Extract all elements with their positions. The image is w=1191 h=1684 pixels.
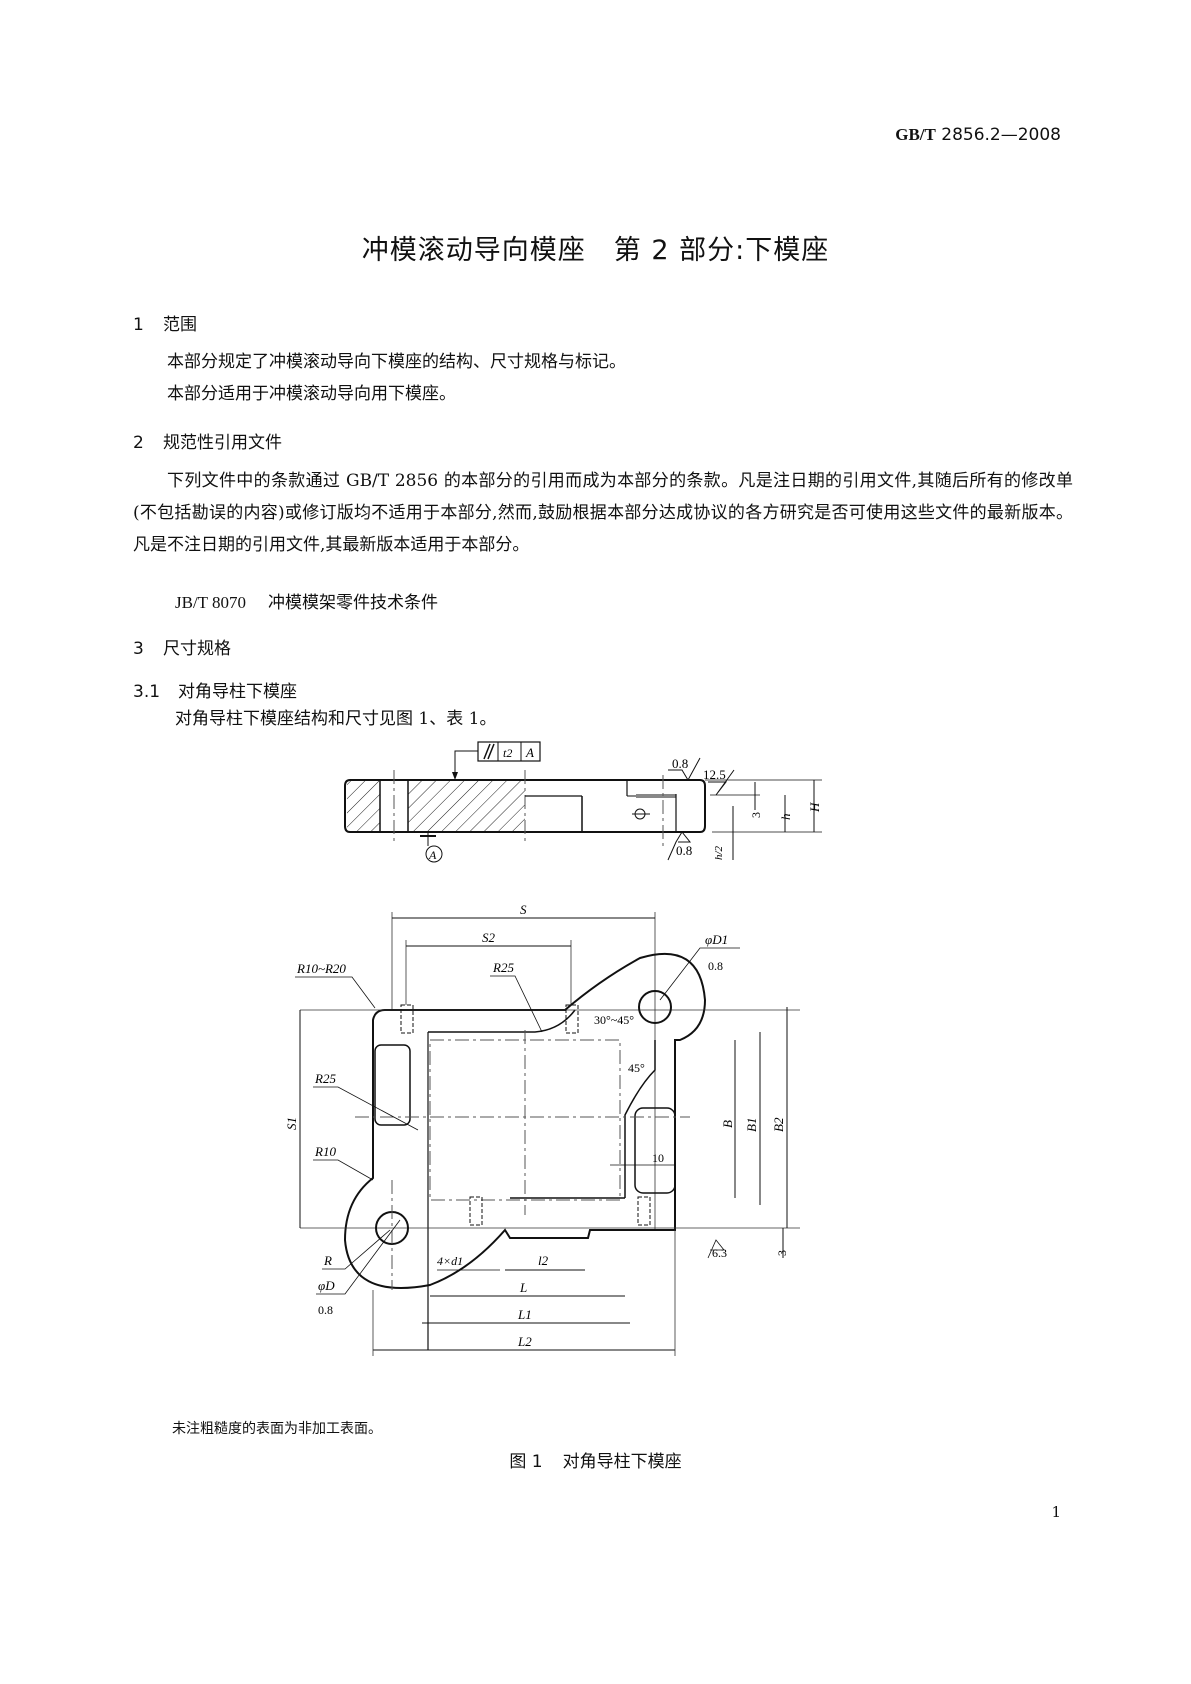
section-title: 对角导柱下模座 bbox=[178, 682, 297, 702]
dim-h: h bbox=[778, 814, 793, 821]
figure-note: 未注粗糙度的表面为非加工表面。 bbox=[172, 1421, 382, 1437]
plan-view-drawing: S S2 S1 B B1 B2 3 R10~R20 R25 30°~45° 45… bbox=[284, 902, 800, 1356]
dim-10: 10 bbox=[652, 1151, 664, 1165]
reference-code: JB/T 8070 bbox=[175, 593, 247, 612]
section-2-heading: 2 规范性引用文件 bbox=[133, 428, 282, 453]
roughness-top: 0.8 bbox=[672, 756, 688, 771]
section-number: 3.1 bbox=[133, 682, 161, 702]
standard-code: GB/T 2856.2—2008 bbox=[895, 125, 1061, 145]
section-3-heading: 3 尺寸规格 bbox=[133, 634, 231, 659]
label-phi-D1: φD1 bbox=[705, 932, 728, 947]
dim-B1: B1 bbox=[744, 1118, 759, 1132]
label-R: R bbox=[323, 1253, 332, 1268]
figure-number: 图 1 bbox=[509, 1452, 543, 1472]
section-title: 规范性引用文件 bbox=[163, 433, 282, 453]
dim-H: H bbox=[807, 802, 822, 813]
dim-L: L bbox=[519, 1280, 527, 1295]
normative-reference: JB/T 8070 冲模模架零件技术条件 bbox=[175, 588, 438, 613]
section-title: 范围 bbox=[163, 315, 197, 335]
tolerance-datum: A bbox=[525, 745, 534, 760]
dim-L1: L1 bbox=[517, 1307, 532, 1322]
dim-3: 3 bbox=[749, 812, 763, 818]
label-R25-top: R25 bbox=[492, 960, 514, 975]
roughness-side: 12.5 bbox=[703, 767, 726, 782]
section-number: 3 bbox=[133, 639, 144, 659]
figure-caption: 图 1 对角导柱下模座 bbox=[0, 1447, 1191, 1472]
reference-title: 冲模模架零件技术条件 bbox=[268, 593, 439, 613]
label-R10: R10 bbox=[314, 1144, 336, 1159]
section-2-paragraph: 下列文件中的条款通过 GB/T 2856 的本部分的引用而成为本部分的条款。凡是… bbox=[133, 471, 1073, 555]
dim-l2: l2 bbox=[538, 1253, 549, 1268]
figure-title: 对角导柱下模座 bbox=[562, 1452, 682, 1472]
section-1-paragraph-1: 本部分规定了冲模滚动导向下模座的结构、尺寸规格与标记。 bbox=[167, 352, 626, 372]
section-1-paragraph-2: 本部分适用于冲模滚动导向用下模座。 bbox=[167, 384, 456, 404]
tolerance-value: t2 bbox=[503, 746, 512, 760]
dim-B: B bbox=[720, 1120, 735, 1128]
standard-number: 2856.2—2008 bbox=[941, 125, 1061, 145]
angle-30-45: 30°~45° bbox=[594, 1013, 634, 1027]
dim-S1: S1 bbox=[284, 1117, 299, 1130]
section-3-1-heading: 3.1 对角导柱下模座 bbox=[133, 677, 297, 702]
document-title: 冲模滚动导向模座 第 2 部分:下模座 bbox=[361, 235, 830, 266]
angle-45: 45° bbox=[628, 1061, 645, 1075]
datum-marker: A bbox=[428, 848, 437, 862]
roughness-bottom: 0.8 bbox=[676, 843, 692, 858]
section-1-heading: 1 范围 bbox=[133, 310, 197, 335]
label-R10-R20: R10~R20 bbox=[296, 961, 346, 976]
label-phi-D: φD bbox=[318, 1278, 335, 1293]
standard-prefix: GB/T bbox=[895, 125, 936, 144]
label-n-d1: 4×d1 bbox=[437, 1254, 463, 1268]
roughness-phi-D: 0.8 bbox=[318, 1303, 333, 1317]
dim-3-plan: 3 bbox=[775, 1250, 789, 1256]
dim-h-half: h/2 bbox=[713, 845, 725, 860]
section-number: 2 bbox=[133, 433, 144, 453]
section-number: 1 bbox=[133, 315, 144, 335]
section-view-drawing: t2 A A 0.8 12.5 0.8 3 h H h/2 bbox=[344, 741, 822, 863]
dim-B2: B2 bbox=[771, 1117, 786, 1132]
roughness-6-3: 6.3 bbox=[712, 1246, 727, 1260]
section-3-1-paragraph: 对角导柱下模座结构和尺寸见图 1、表 1。 bbox=[175, 709, 497, 729]
roughness-phi-D1: 0.8 bbox=[708, 959, 723, 973]
page-number: 1 bbox=[1051, 1503, 1061, 1521]
dim-L2: L2 bbox=[517, 1334, 532, 1349]
dim-S: S bbox=[520, 902, 527, 917]
section-title: 尺寸规格 bbox=[163, 639, 231, 659]
label-R25-left: R25 bbox=[314, 1071, 336, 1086]
dim-S2: S2 bbox=[482, 930, 496, 945]
